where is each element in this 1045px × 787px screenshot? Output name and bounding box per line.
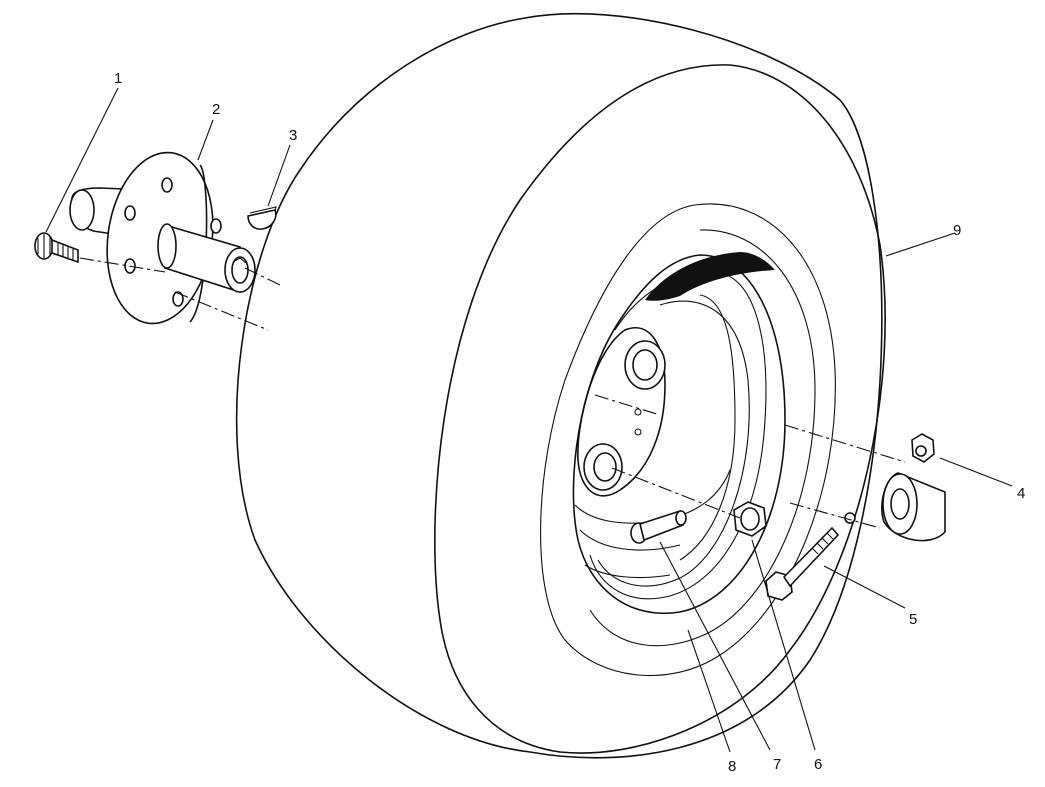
- lock-nut: [911, 433, 935, 463]
- callout-labels: 1 2 3 4 5 6 7 8 9: [114, 70, 1025, 775]
- wheel-rim: [572, 252, 786, 614]
- callout-4: 4: [1017, 485, 1025, 502]
- alignment-lines: [79, 257, 906, 529]
- tire: [235, 12, 886, 759]
- callout-9: 9: [953, 222, 961, 239]
- callout-8: 8: [728, 758, 736, 775]
- callout-2: 2: [212, 101, 220, 118]
- cap-screw: [765, 526, 840, 601]
- callout-1: 1: [114, 70, 122, 87]
- rim-bolt-boss-upper: [624, 340, 666, 390]
- hub: [69, 151, 256, 325]
- rim-shadow: [645, 252, 775, 301]
- rim-bolt-boss-lower: [583, 443, 623, 491]
- bolt: [34, 232, 79, 264]
- wheel-nut: [733, 501, 767, 537]
- callout-5: 5: [909, 611, 917, 628]
- leader-lines: [45, 87, 1013, 753]
- callout-6: 6: [814, 756, 822, 773]
- callout-7: 7: [773, 756, 781, 773]
- washer: [844, 512, 856, 524]
- valve-stem: [630, 509, 687, 544]
- spacer: [881, 472, 946, 542]
- callout-3: 3: [289, 127, 297, 144]
- woodruff-key: [247, 206, 277, 230]
